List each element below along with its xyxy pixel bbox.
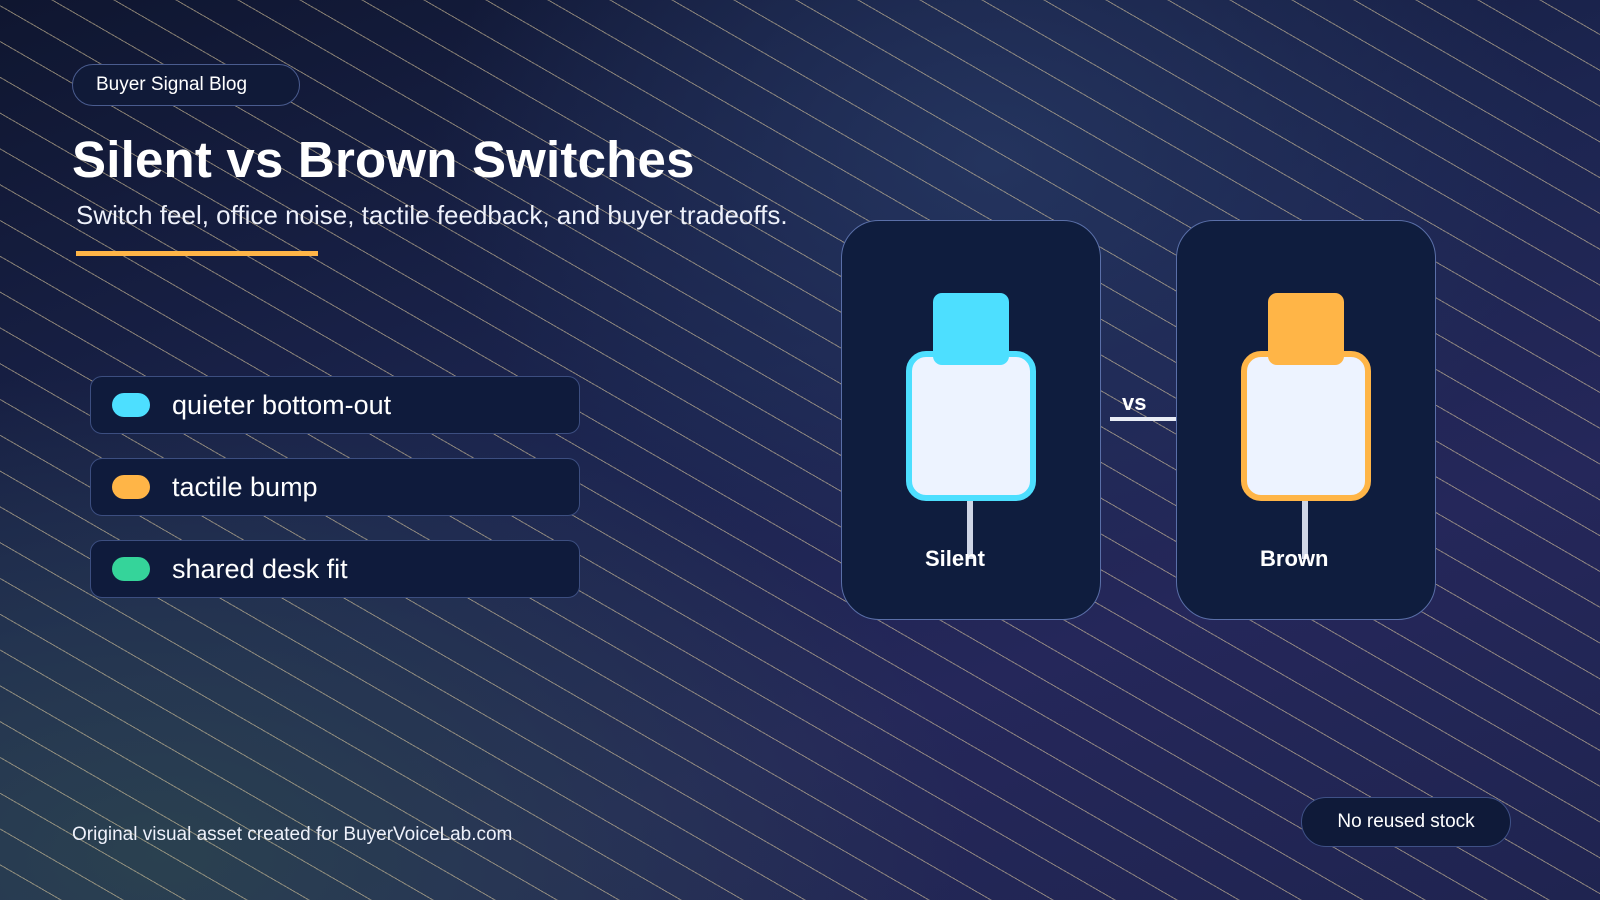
stock-badge-label: No reused stock	[1337, 811, 1475, 832]
blog-tag: Buyer Signal Blog	[72, 64, 300, 106]
feature-dot-icon	[112, 557, 150, 581]
feature-dot-icon	[112, 393, 150, 417]
feature-label: quieter bottom-out	[172, 389, 392, 420]
switch-housing-icon	[906, 351, 1036, 501]
feature-label: tactile bump	[172, 471, 318, 502]
page-subtitle: Switch feel, office noise, tactile feedb…	[76, 200, 788, 230]
accent-divider	[76, 251, 318, 256]
vs-connector	[1110, 417, 1176, 421]
feature-item-desk-fit: shared desk fit	[90, 540, 580, 598]
switch-cap-icon	[1268, 293, 1344, 365]
switch-name: Brown	[1260, 546, 1329, 571]
stock-badge: No reused stock	[1301, 797, 1511, 847]
page-title: Silent vs Brown Switches	[72, 131, 695, 188]
switch-card-silent: Silent	[841, 220, 1101, 620]
switch-card-brown: Brown	[1176, 220, 1436, 620]
switch-name: Silent	[925, 546, 985, 571]
feature-dot-icon	[112, 475, 150, 499]
switch-cap-icon	[933, 293, 1009, 365]
footer-credit: Original visual asset created for BuyerV…	[72, 824, 513, 845]
switch-housing-icon	[1241, 351, 1371, 501]
blog-tag-label: Buyer Signal Blog	[96, 74, 248, 95]
feature-label: shared desk fit	[172, 553, 348, 584]
feature-item-quiet: quieter bottom-out	[90, 376, 580, 434]
vs-label: vs	[1122, 390, 1147, 415]
switch-stem	[1302, 501, 1308, 559]
feature-item-tactile: tactile bump	[90, 458, 580, 516]
switch-stem	[967, 501, 973, 559]
